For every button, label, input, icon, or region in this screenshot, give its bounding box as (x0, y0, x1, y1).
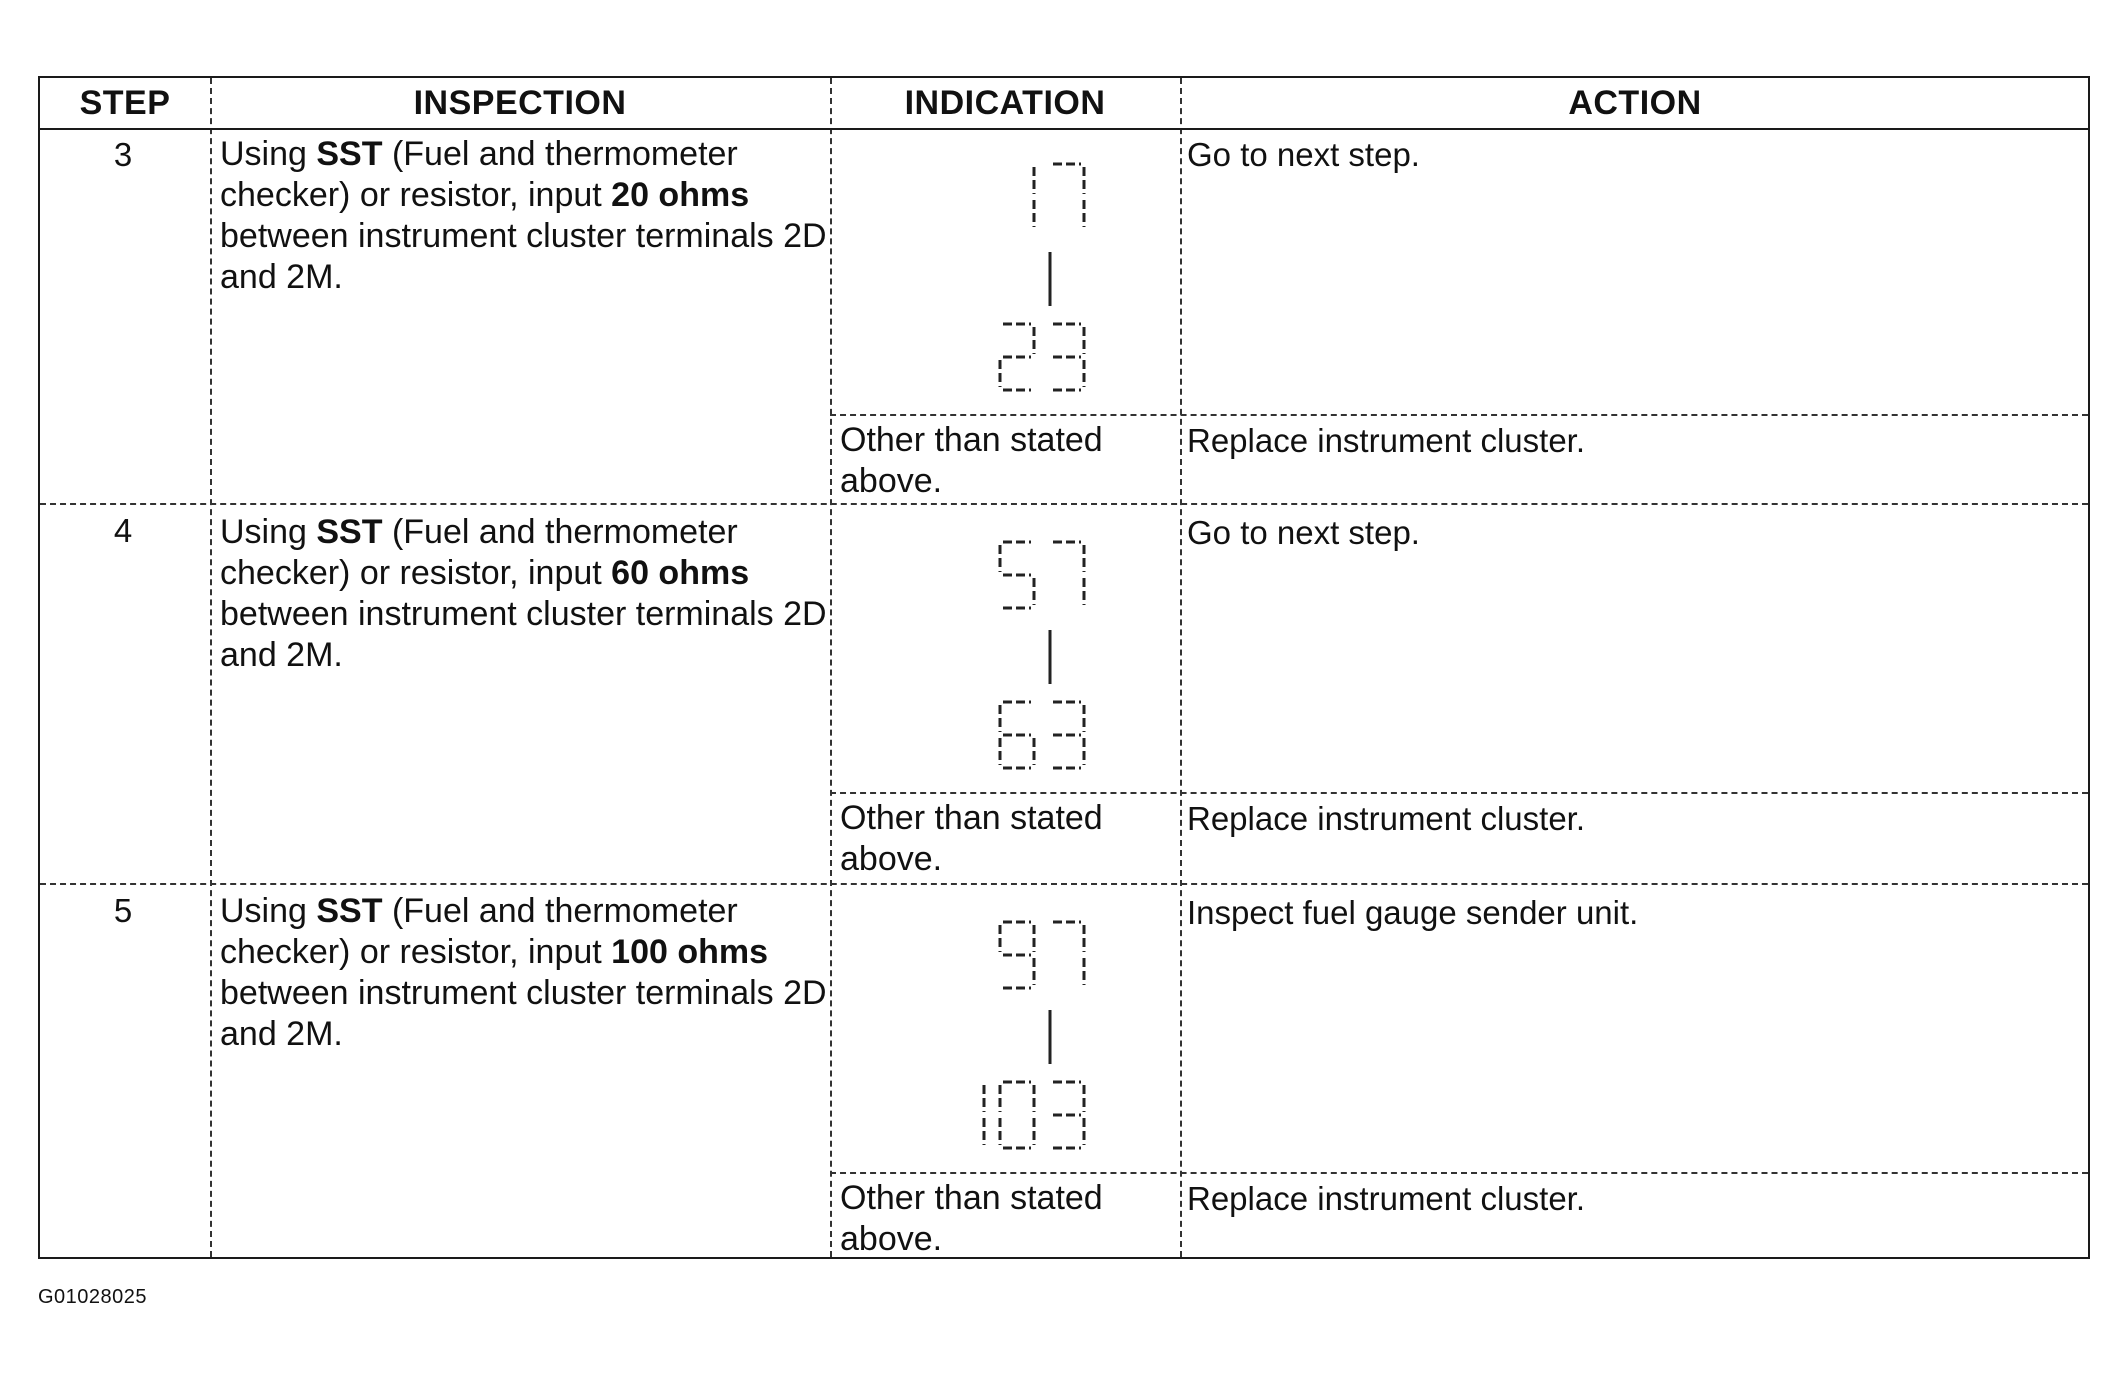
header-action: ACTION (1568, 83, 1702, 122)
seven-segment-display (998, 540, 1086, 770)
step-number: 3 (113, 136, 133, 173)
inspection-text: Using SST (Fuel and thermometer checker)… (220, 513, 827, 674)
meter-display (940, 156, 1140, 396)
inspection-text: Using SST (Fuel and thermometer checker)… (220, 892, 827, 1053)
figure-code: G01028025 (38, 1286, 148, 1308)
other-than-stated: Other than stated above. (840, 421, 1103, 500)
meter-display (940, 534, 1140, 774)
inspection-table: STEP INSPECTION INDICATION ACTION 3 Usin… (38, 76, 2090, 1259)
action-ng: Replace instrument cluster. (1187, 422, 1586, 459)
step-number: 4 (113, 512, 133, 549)
row-divider (40, 503, 2088, 505)
column-divider (210, 78, 212, 1257)
other-than-stated: Other than stated above. (840, 1179, 1103, 1258)
action-ng: Replace instrument cluster. (1187, 1180, 1586, 1217)
inspection-text: Using SST (Fuel and thermometer checker)… (220, 135, 827, 296)
action-ok: Inspect fuel gauge sender unit. (1187, 894, 1639, 931)
step-number: 5 (113, 892, 133, 929)
other-than-stated: Other than stated above. (840, 799, 1103, 878)
seven-segment-display (998, 162, 1086, 392)
row-divider (40, 883, 2088, 885)
header-inspection: INSPECTION (413, 83, 627, 122)
action-ng: Replace instrument cluster. (1187, 800, 1586, 837)
result-divider (830, 414, 2088, 416)
header-indication: INDICATION (904, 83, 1106, 122)
meter-display (940, 914, 1140, 1154)
result-divider (830, 792, 2088, 794)
header-divider (40, 128, 2088, 130)
header-step: STEP (79, 83, 171, 122)
action-ok: Go to next step. (1187, 136, 1420, 173)
seven-segment-display (982, 920, 1086, 1150)
result-divider (830, 1172, 2088, 1174)
column-divider (830, 78, 832, 1257)
action-ok: Go to next step. (1187, 514, 1420, 551)
column-divider (1180, 78, 1182, 1257)
